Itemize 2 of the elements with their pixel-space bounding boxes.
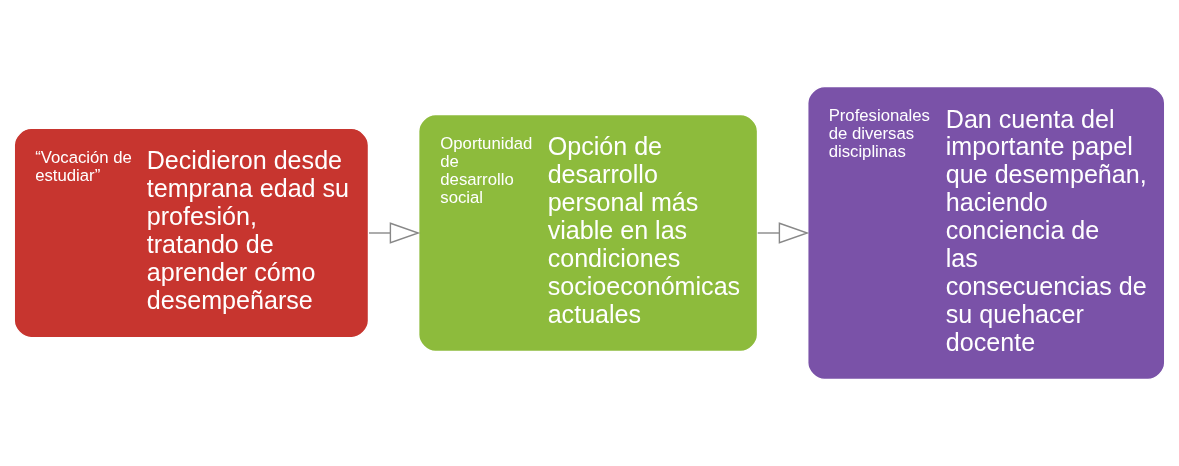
arrow xyxy=(757,222,810,244)
arrow xyxy=(368,222,421,244)
